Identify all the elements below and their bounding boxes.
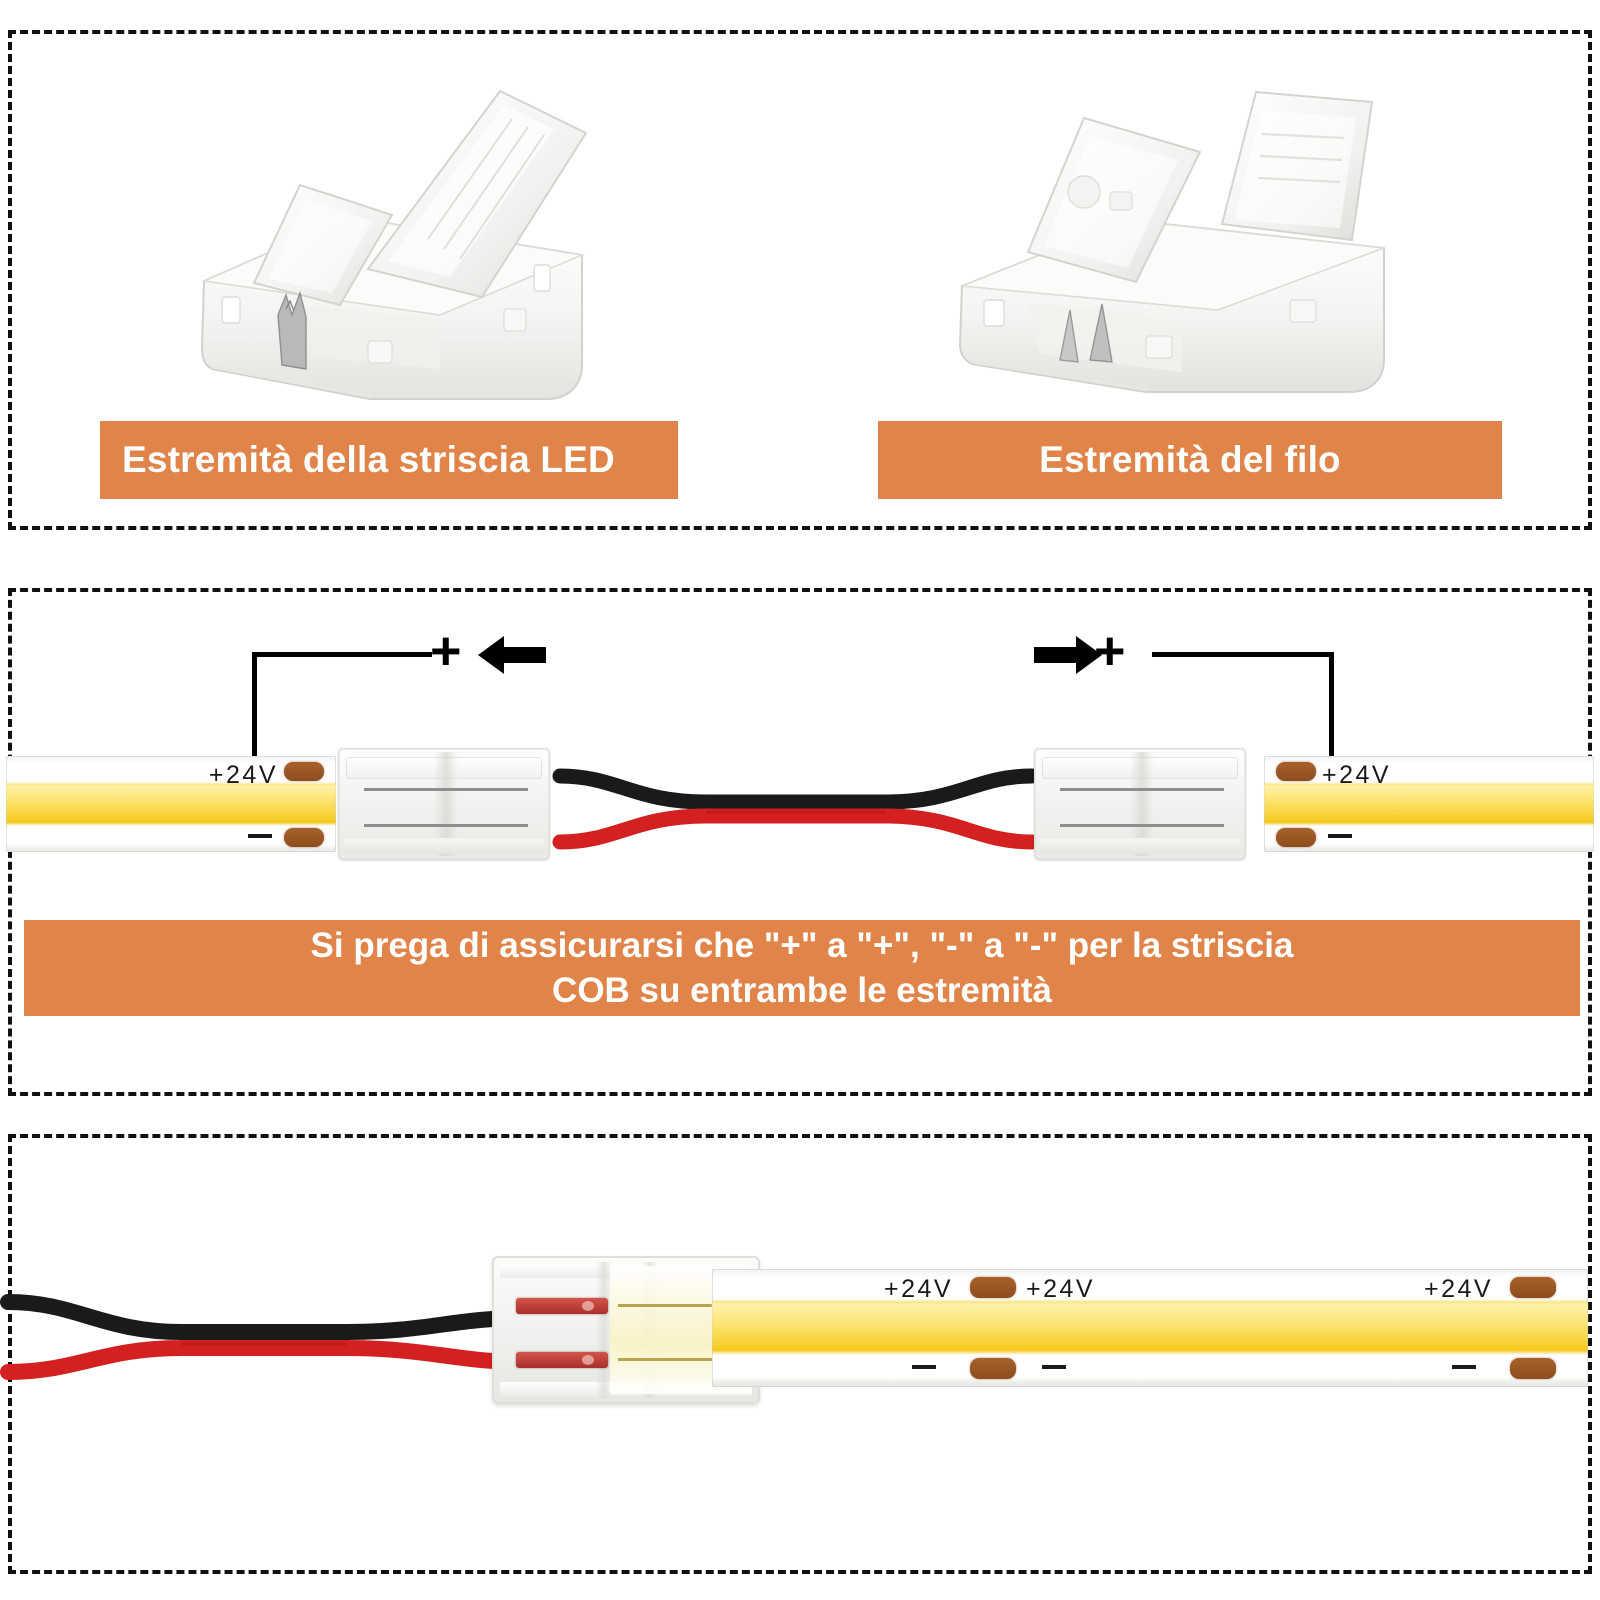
strip-negative-label-left — [248, 834, 272, 838]
caption-band-polarity: Si prega di assicurarsi che "+" a "+", "… — [24, 920, 1580, 1016]
connector-left-contact-bottom — [364, 824, 528, 827]
copper-pad-bottom-positive-2 — [1510, 1277, 1556, 1298]
connector-right-base — [1040, 838, 1240, 854]
strip-voltage-label-bottom-3: +24V — [1424, 1275, 1494, 1303]
wire-pair-bottom — [0, 1294, 530, 1380]
leader-line-left-horizontal — [252, 652, 432, 657]
wire-red — [552, 808, 1040, 850]
led-strip-right-glow — [1264, 785, 1594, 823]
polarity-plus-right: + — [1094, 621, 1126, 681]
led-strip-right: +24V — [1264, 756, 1594, 852]
copper-pad-left-negative — [284, 828, 324, 847]
led-strip-connector-illustration — [200, 89, 588, 400]
connector-left-base — [344, 838, 544, 854]
copper-pad-bottom-positive-1 — [970, 1277, 1016, 1298]
wire-red-bottom — [0, 1340, 530, 1380]
led-strip-bottom-glow — [712, 1303, 1588, 1351]
wire-black — [552, 768, 1040, 810]
copper-pad-bottom-negative-1 — [970, 1358, 1016, 1379]
assembled-diagram: +24V +24V +24V — [0, 1138, 1588, 1570]
arrow-left-icon — [478, 636, 546, 674]
polarity-diagram: + + +24V — [6, 592, 1594, 912]
panel-assembled-view: +24V +24V +24V — [0, 1134, 1592, 1574]
caption-line-1: Si prega di assicurarsi che "+" a "+", "… — [310, 926, 1294, 965]
strip-negative-label-bottom-1 — [912, 1365, 936, 1369]
copper-pad-right-positive — [1276, 762, 1316, 781]
polarity-plus-left: + — [430, 621, 462, 681]
strip-voltage-label-left: +24V — [208, 761, 278, 789]
arrow-right-icon — [1034, 636, 1102, 674]
led-strip-bottom: +24V +24V +24V — [712, 1269, 1588, 1387]
wire-connector-illustration — [958, 90, 1385, 393]
leader-line-left-vertical — [252, 652, 257, 764]
connector-right — [1034, 748, 1246, 860]
connector-right-contact-bottom — [1060, 824, 1224, 827]
copper-pad-left-positive — [284, 762, 324, 781]
connector-left-contact-top — [364, 788, 528, 791]
panel-components: Estremità della striscia LED Estremità d… — [8, 30, 1592, 530]
connector-right-contact-top — [1060, 788, 1224, 791]
leader-line-right-vertical — [1329, 652, 1334, 764]
wire-black-bottom — [0, 1294, 530, 1340]
led-strip-left-glow — [6, 785, 336, 823]
caption-line-2: COB su entrambe le estremità — [552, 971, 1052, 1010]
strip-voltage-label-right: +24V — [1322, 761, 1392, 789]
label-bar-led-strip-end: Estremità della striscia LED — [100, 421, 678, 499]
label-bar-wire-end: Estremità del filo — [878, 421, 1502, 499]
strip-negative-label-right — [1328, 834, 1352, 838]
label-text-led-strip-end: Estremità della striscia LED — [122, 439, 615, 480]
strip-negative-label-bottom-3 — [1452, 1365, 1476, 1369]
idc-contact-bottom — [516, 1352, 608, 1368]
copper-pad-right-negative — [1276, 828, 1316, 847]
connector-left — [338, 748, 550, 860]
panel-polarity-diagram: + + +24V — [6, 588, 1594, 1096]
connector-lead-top — [618, 1304, 746, 1307]
strip-negative-label-bottom-2 — [1042, 1365, 1066, 1369]
connector-lead-bottom — [618, 1358, 746, 1361]
label-text-wire-end: Estremità del filo — [1039, 439, 1341, 480]
wire-pair-middle — [552, 768, 1040, 850]
wire-connector-photo — [932, 74, 1402, 424]
strip-voltage-label-bottom-2: +24V — [1026, 1275, 1096, 1303]
led-strip-left: +24V — [6, 756, 336, 852]
led-strip-connector-photo — [182, 69, 602, 414]
leader-line-right-horizontal — [1152, 652, 1334, 657]
idc-contact-top — [516, 1298, 608, 1314]
copper-pad-bottom-negative-2 — [1510, 1358, 1556, 1379]
strip-voltage-label-bottom-1: +24V — [884, 1275, 954, 1303]
